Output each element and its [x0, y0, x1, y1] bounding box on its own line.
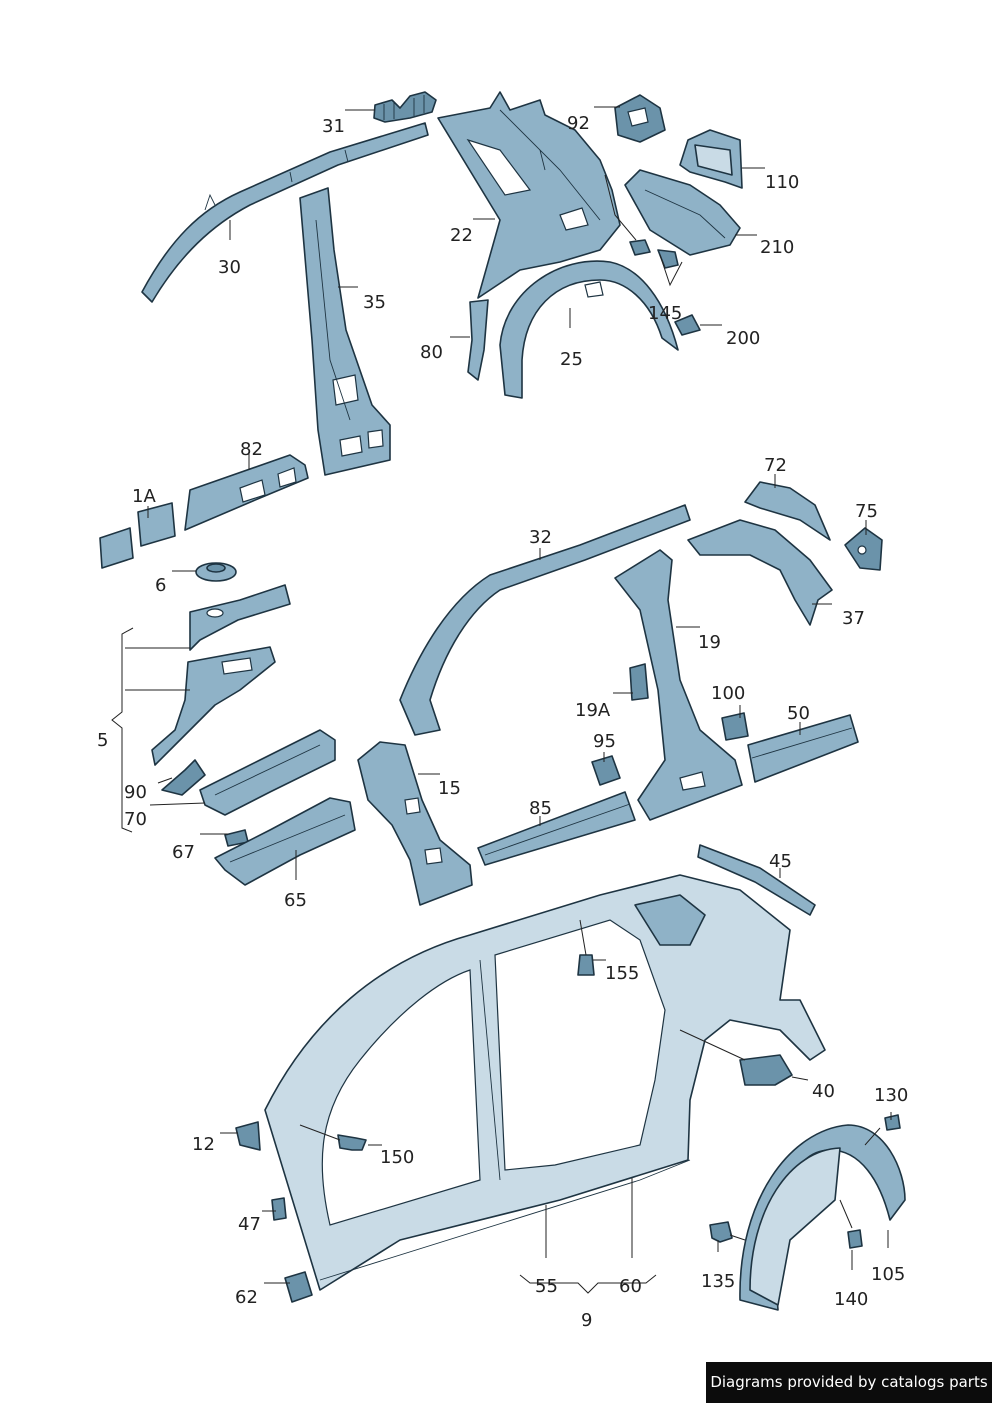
part-6: [195, 562, 237, 582]
label-95: 95: [593, 731, 616, 752]
part-5-group: [151, 584, 291, 766]
part-75: [844, 527, 883, 571]
part-80: [467, 299, 489, 381]
label-70: 70: [124, 809, 147, 830]
label-150: 150: [380, 1147, 414, 1168]
label-40: 40: [812, 1081, 835, 1102]
part-62: [284, 1271, 313, 1303]
label-50: 50: [787, 703, 810, 724]
label-67: 67: [172, 842, 195, 863]
label-82: 82: [240, 439, 263, 460]
label-200: 200: [726, 328, 760, 349]
part-82: [184, 454, 309, 531]
label-210: 210: [760, 237, 794, 258]
part-150: [337, 1134, 367, 1151]
part-19A: [629, 663, 649, 701]
part-30: [141, 122, 429, 303]
label-100: 100: [711, 683, 745, 704]
part-90: [161, 759, 206, 796]
part-210: [624, 169, 741, 256]
label-90: 90: [124, 782, 147, 803]
leader-lines: [111, 106, 892, 1294]
label-47: 47: [238, 1214, 261, 1235]
part-body-side: [264, 874, 826, 1291]
part-100: [721, 712, 749, 741]
part-155: [577, 954, 595, 976]
label-135: 135: [701, 1271, 735, 1292]
part-47: [271, 1197, 287, 1221]
part-50: [747, 714, 859, 783]
credit-banner: Diagrams provided by catalogs parts: [706, 1362, 992, 1403]
part-12: [235, 1121, 261, 1151]
label-155: 155: [605, 963, 639, 984]
part-22: [437, 91, 621, 299]
part-25: [499, 260, 679, 399]
part-145: [629, 239, 679, 269]
label-32: 32: [529, 527, 552, 548]
label-62: 62: [235, 1287, 258, 1308]
label-25: 25: [560, 349, 583, 370]
part-110: [679, 129, 743, 189]
label-35: 35: [363, 292, 386, 313]
label-9: 9: [581, 1310, 592, 1331]
label-1A: 1A: [132, 486, 156, 507]
part-95: [591, 755, 621, 786]
label-65: 65: [284, 890, 307, 911]
part-40: [739, 1054, 793, 1086]
label-72: 72: [764, 455, 787, 476]
label-6: 6: [155, 575, 166, 596]
part-32: [399, 504, 691, 736]
part-135: [709, 1221, 733, 1243]
part-72: [744, 481, 831, 541]
part-15: [357, 741, 473, 906]
part-70: [199, 729, 336, 816]
part-105: [739, 1124, 906, 1311]
part-45: [697, 844, 816, 916]
label-60: 60: [619, 1276, 642, 1297]
label-110: 110: [765, 172, 799, 193]
label-37: 37: [842, 608, 865, 629]
label-15: 15: [438, 778, 461, 799]
label-31: 31: [322, 116, 345, 137]
part-140: [847, 1229, 863, 1249]
part-92: [614, 94, 666, 143]
callout-labels: 31 30 35 22 92 110 210 145 200 80 25 82 …: [97, 113, 908, 1331]
label-130: 130: [874, 1085, 908, 1106]
part-130: [884, 1114, 901, 1131]
label-19: 19: [698, 632, 721, 653]
part-37: [687, 519, 833, 626]
label-105: 105: [871, 1264, 905, 1285]
label-92: 92: [567, 113, 590, 134]
label-12: 12: [192, 1134, 215, 1155]
part-65: [214, 797, 356, 886]
label-145: 145: [648, 303, 682, 324]
part-19: [614, 549, 743, 821]
label-80: 80: [420, 342, 443, 363]
part-35: [299, 187, 391, 476]
label-75: 75: [855, 501, 878, 522]
label-5: 5: [97, 730, 108, 751]
part-85: [477, 791, 636, 866]
label-22: 22: [450, 225, 473, 246]
label-55: 55: [535, 1276, 558, 1297]
label-30: 30: [218, 257, 241, 278]
label-85: 85: [529, 798, 552, 819]
label-140: 140: [834, 1289, 868, 1310]
part-31: [373, 91, 437, 123]
label-19A: 19A: [575, 700, 611, 721]
part-1A: [99, 502, 176, 569]
label-45: 45: [769, 851, 792, 872]
part-200: [674, 314, 701, 336]
